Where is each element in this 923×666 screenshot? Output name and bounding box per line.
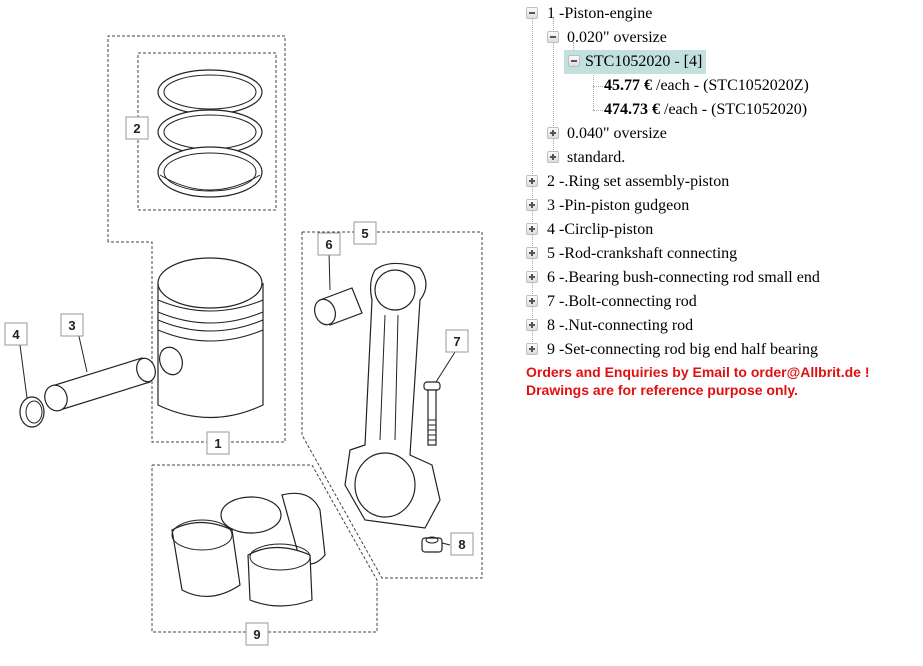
- tree-item-label[interactable]: 5 -Rod-crankshaft connecting: [547, 245, 738, 262]
- svg-text:9: 9: [253, 627, 260, 642]
- expand-icon[interactable]: [526, 175, 538, 187]
- price-value: 474.73 €: [604, 101, 660, 118]
- expand-icon[interactable]: [526, 295, 538, 307]
- tree-item-big-end-bearing[interactable]: 9 -Set-connecting rod big end half beari…: [526, 338, 923, 362]
- leader-lines: [19, 251, 456, 399]
- connecting-rod: [344, 262, 441, 529]
- expand-icon[interactable]: [547, 151, 559, 163]
- callout-4[interactable]: 4: [4, 322, 28, 346]
- connecting-rod-nut: [421, 536, 451, 553]
- svg-text:2: 2: [133, 121, 140, 136]
- tree-item-nut[interactable]: 8 -.Nut-connecting rod: [526, 314, 923, 338]
- tree-item-label[interactable]: 4 -Circlip-piston: [547, 221, 654, 238]
- tree-item-piston-engine[interactable]: 1 -Piston-engine: [526, 2, 923, 26]
- price-row[interactable]: 474.73 € /each - (STC1052020): [526, 98, 923, 122]
- circlip: [19, 396, 45, 428]
- tree-item-stc1052020[interactable]: STC1052020 - [4]: [526, 50, 923, 74]
- expand-icon[interactable]: [526, 247, 538, 259]
- expand-icon[interactable]: [526, 199, 538, 211]
- tree-item-0040-oversize[interactable]: 0.040" oversize: [526, 122, 923, 146]
- svg-text:5: 5: [361, 226, 368, 241]
- tree-item-label[interactable]: STC1052020 - [4]: [585, 53, 703, 70]
- tree-item-ring-set[interactable]: 2 -.Ring set assembly-piston: [526, 170, 923, 194]
- expand-icon[interactable]: [526, 223, 538, 235]
- svg-text:4: 4: [12, 327, 20, 342]
- expand-icon[interactable]: [526, 319, 538, 331]
- tree-item-label[interactable]: 9 -Set-connecting rod big end half beari…: [547, 341, 819, 358]
- tree-item-label[interactable]: 2 -.Ring set assembly-piston: [547, 173, 730, 190]
- callout-6[interactable]: 6: [317, 232, 341, 256]
- tree-item-label[interactable]: 0.020" oversize: [567, 29, 667, 46]
- price-detail: /each - (STC1052020Z): [652, 77, 809, 94]
- connecting-rod-bolt: [423, 381, 441, 446]
- small-end-bush: [314, 287, 363, 326]
- callout-2[interactable]: 2: [125, 116, 149, 140]
- tree-item-label[interactable]: 7 -.Bolt-connecting rod: [547, 293, 697, 310]
- price-line[interactable]: 45.77 € /each - (STC1052020Z): [604, 74, 809, 98]
- callout-3[interactable]: 3: [60, 313, 84, 337]
- collapse-icon[interactable]: [568, 55, 580, 67]
- selected-row-highlight[interactable]: STC1052020 - [4]: [564, 50, 707, 74]
- notice-orders: Orders and Enquiries by Email to order@A…: [526, 364, 870, 380]
- group-9-boundary: [151, 464, 378, 633]
- svg-text:3: 3: [68, 318, 75, 333]
- group-5-boundary: [301, 231, 483, 579]
- expand-icon[interactable]: [547, 127, 559, 139]
- tree-connector: [593, 66, 594, 110]
- gudgeon-pin: [44, 357, 156, 412]
- price-line[interactable]: 474.73 € /each - (STC1052020): [604, 98, 807, 122]
- group-1-boundary: [107, 35, 286, 443]
- parts-diagram: 1 2 3 4 5 6 7 8 9: [4, 35, 483, 646]
- tree-item-label[interactable]: 0.040" oversize: [567, 125, 667, 142]
- svg-text:6: 6: [325, 237, 332, 252]
- tree-item-bearing-bush[interactable]: 6 -.Bearing bush-connecting rod small en…: [526, 266, 923, 290]
- tree-item-label[interactable]: 8 -.Nut-connecting rod: [547, 317, 694, 334]
- piston-rings: [157, 69, 263, 198]
- callout-7[interactable]: 7: [445, 329, 469, 353]
- notice-reference: Drawings are for reference purpose only.: [526, 382, 799, 398]
- notice: Orders and Enquiries by Email to order@A…: [526, 363, 923, 399]
- piston: [157, 257, 264, 418]
- svg-text:8: 8: [458, 537, 465, 552]
- tree-item-label[interactable]: 1 -Piston-engine: [547, 5, 653, 22]
- tree-item-bolt[interactable]: 7 -.Bolt-connecting rod: [526, 290, 923, 314]
- collapse-icon[interactable]: [547, 31, 559, 43]
- expand-icon[interactable]: [526, 343, 538, 355]
- expand-icon[interactable]: [526, 271, 538, 283]
- tree-item-0020-oversize[interactable]: 0.020" oversize: [526, 26, 923, 50]
- tree-connector: [593, 86, 603, 87]
- callout-1[interactable]: 1: [206, 431, 230, 455]
- svg-text:7: 7: [453, 334, 460, 349]
- tree-item-label[interactable]: 3 -Pin-piston gudgeon: [547, 197, 690, 214]
- price-row[interactable]: 45.77 € /each - (STC1052020Z): [526, 74, 923, 98]
- tree-item-standard[interactable]: standard.: [526, 146, 923, 170]
- callout-9[interactable]: 9: [245, 622, 269, 646]
- tree-item-connecting-rod[interactable]: 5 -Rod-crankshaft connecting: [526, 242, 923, 266]
- tree-item-gudgeon-pin[interactable]: 3 -Pin-piston gudgeon: [526, 194, 923, 218]
- price-detail: /each - (STC1052020): [660, 101, 808, 118]
- svg-text:1: 1: [214, 436, 221, 451]
- collapse-icon[interactable]: [526, 7, 538, 19]
- callout-5[interactable]: 5: [353, 221, 377, 245]
- parts-tree: 1 -Piston-engine 0.020" oversize STC1052…: [526, 2, 923, 399]
- tree-item-label[interactable]: standard.: [567, 149, 626, 166]
- big-end-bearings: [171, 492, 326, 607]
- tree-item-circlip[interactable]: 4 -Circlip-piston: [526, 218, 923, 242]
- tree-item-label[interactable]: 6 -.Bearing bush-connecting rod small en…: [547, 269, 820, 286]
- tree-connector: [593, 110, 603, 111]
- callout-8[interactable]: 8: [450, 532, 474, 556]
- tree-connector: [553, 18, 554, 158]
- price-value: 45.77 €: [604, 77, 652, 94]
